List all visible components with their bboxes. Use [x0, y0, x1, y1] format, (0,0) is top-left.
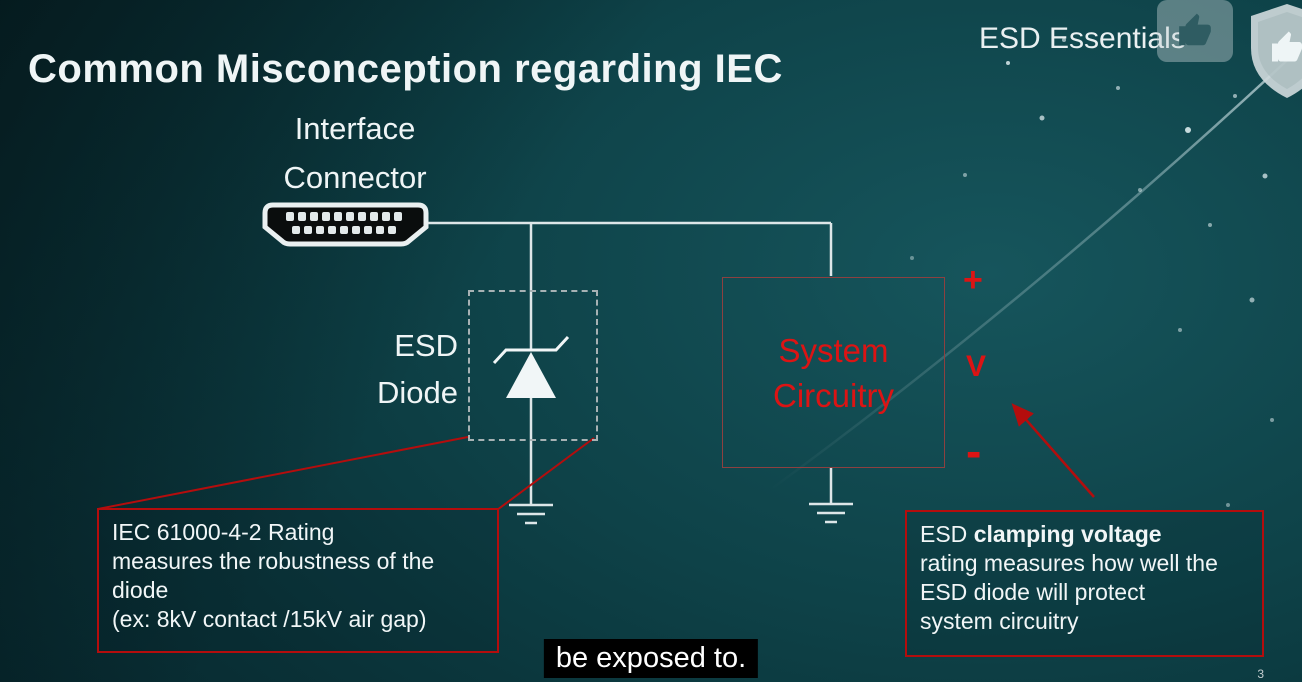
ground-symbol-system — [809, 502, 853, 524]
callout-leader-lines — [97, 436, 595, 511]
clamping-voltage-callout: ESD clamping voltage rating measures how… — [905, 510, 1264, 657]
plus-terminal-label: + — [963, 261, 983, 299]
iec-rating-line4: (ex: 8kV contact /15kV air gap) — [112, 606, 427, 632]
iec-rating-line3: diode — [112, 577, 169, 603]
page-number: 3 — [1257, 667, 1264, 681]
brand-text: ESD Essentials — [979, 22, 1186, 55]
interface-connector-label-line1: Interface — [294, 111, 416, 146]
hdmi-connector-icon — [262, 202, 429, 247]
clamping-line1: ESD clamping voltage — [920, 520, 1249, 549]
ground-symbol-diode — [509, 503, 553, 525]
clamping-line3: ESD diode will protect — [920, 579, 1145, 605]
interface-connector-label-line2: Connector — [283, 160, 427, 195]
clamping-line1-bold: clamping voltage — [973, 521, 1162, 547]
esd-diode-label-line1: ESD — [394, 328, 458, 363]
clamping-arrow — [1011, 403, 1095, 498]
slide-title: Common Misconception regarding IEC — [28, 46, 783, 91]
clamping-line2: rating measures how well the — [920, 550, 1218, 576]
thumbs-up-icon — [1179, 13, 1211, 46]
iec-rating-line2: measures the robustness of the — [112, 548, 435, 574]
clamping-line4: system circuitry — [920, 608, 1079, 634]
clamping-line1-prefix: ESD — [920, 521, 974, 547]
shield-icon — [1251, 4, 1302, 98]
iec-rating-callout: IEC 61000-4-2 Rating measures the robust… — [97, 508, 499, 653]
hdmi-pins — [286, 212, 402, 234]
esd-diode-label-line2: Diode — [377, 375, 458, 410]
like-button[interactable] — [1157, 0, 1233, 62]
subtitle-caption: be exposed to. — [543, 639, 759, 678]
brand-logo — [1247, 2, 1302, 102]
system-circuitry-box: System Circuitry — [722, 277, 945, 468]
system-circuitry-label-line2: Circuitry — [773, 376, 894, 414]
minus-terminal-label: - — [966, 425, 982, 477]
interface-connector-label: Interface Connector — [240, 104, 470, 202]
esd-diode-dashed-box — [468, 290, 598, 441]
iec-rating-line1: IEC 61000-4-2 Rating — [112, 519, 335, 545]
voltage-terminal-label: V — [966, 350, 987, 383]
esd-diode-label: ESD Diode — [330, 322, 458, 416]
system-circuitry-label-line1: System — [778, 331, 889, 369]
